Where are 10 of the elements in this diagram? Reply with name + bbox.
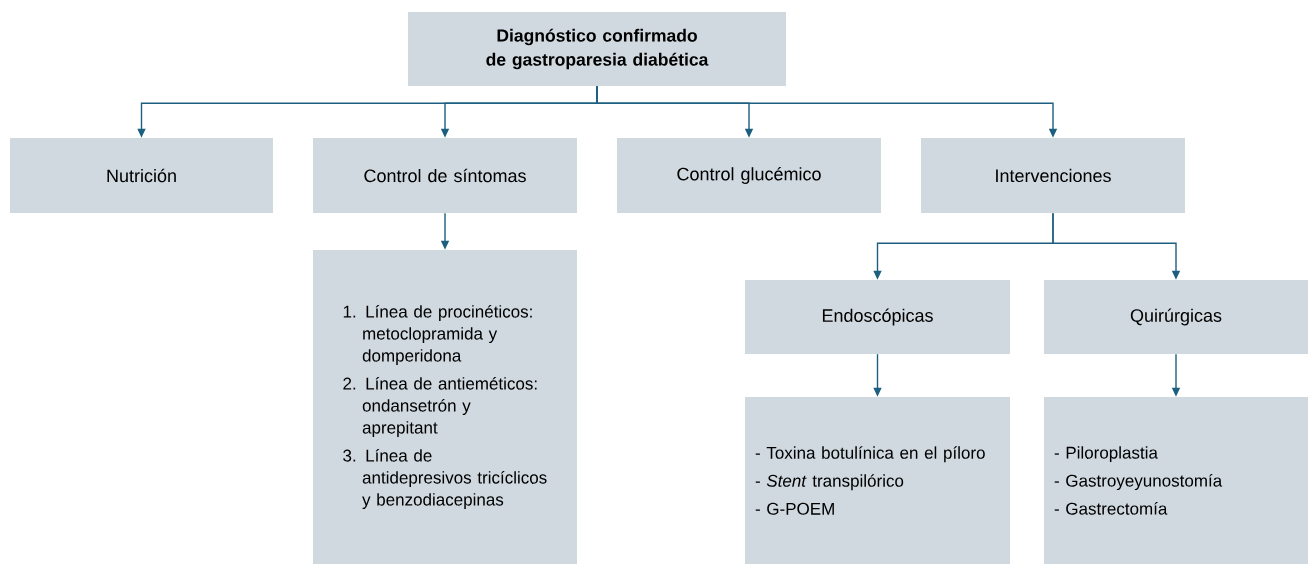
list-box: - Toxina botulínica en el píloro - Stent transpilórico - G-POEM (745, 397, 1010, 564)
title-box: Diagnóstico confirmado de gastroparesia diabética (408, 12, 786, 86)
category-box: Endoscópicas (745, 280, 1010, 354)
list-box: 1. Línea de procinéticos: metoclopramida y domperidona 2. Línea de antieméticos: ondansetrón y aprepitant 3. Línea de antidepresivos tricíclicos y benzodiacepinas (313, 250, 577, 564)
category-box: Intervenciones (921, 138, 1185, 213)
category-box: Quirúrgicas (1044, 280, 1308, 354)
category-box: Control de síntomas (313, 138, 577, 213)
category-box: Nutrición (10, 138, 273, 213)
list-box: - Piloroplastia - Gastroyeyunostomía - Gastrectomía (1044, 397, 1308, 564)
category-box: Control glucémico (617, 138, 881, 213)
